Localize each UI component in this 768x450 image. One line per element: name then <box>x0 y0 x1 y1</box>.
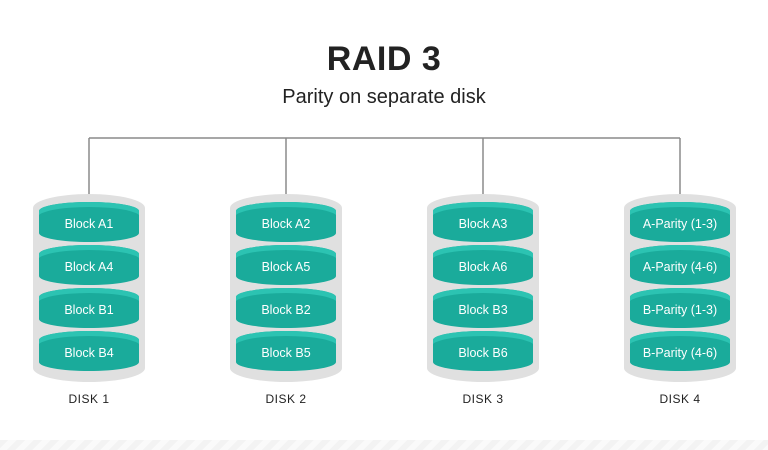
disk-label-2: DISK 2 <box>265 392 307 406</box>
disk-4-parity: A-Parity (1-3) A-Parity (4-6) B-Parity (… <box>624 194 736 384</box>
disk-block: Block A4 <box>39 245 139 285</box>
disk-block: Block B6 <box>433 331 533 371</box>
disk-label-3: DISK 3 <box>462 392 504 406</box>
diagram-title: RAID 3 <box>326 40 442 78</box>
disk-3: Block A3 Block A6 Block B3 Block B6 <box>427 194 539 384</box>
disk-2: Block A2 Block A5 Block B2 Block B5 <box>230 194 342 384</box>
bottom-border-strip <box>0 440 768 450</box>
disk-block: Block B3 <box>433 288 533 328</box>
parity-block: B-Parity (4-6) <box>630 331 730 371</box>
disk-block: Block B1 <box>39 288 139 328</box>
diagram-subtitle: Parity on separate disk <box>282 86 486 108</box>
disk-1: Block A1 Block A4 Block B1 Block B4 <box>33 194 145 384</box>
disk-block: Block B4 <box>39 331 139 371</box>
disk-block: Block A2 <box>236 202 336 242</box>
disk-block: Block B2 <box>236 288 336 328</box>
disk-block: Block A1 <box>39 202 139 242</box>
parity-block: A-Parity (4-6) <box>630 245 730 285</box>
disk-label-4: DISK 4 <box>659 392 701 406</box>
disk-block: Block B5 <box>236 331 336 371</box>
parity-block: B-Parity (1-3) <box>630 288 730 328</box>
disk-label-1: DISK 1 <box>68 392 110 406</box>
disk-block: Block A6 <box>433 245 533 285</box>
disk-block: Block A5 <box>236 245 336 285</box>
parity-block: A-Parity (1-3) <box>630 202 730 242</box>
disk-block: Block A3 <box>433 202 533 242</box>
